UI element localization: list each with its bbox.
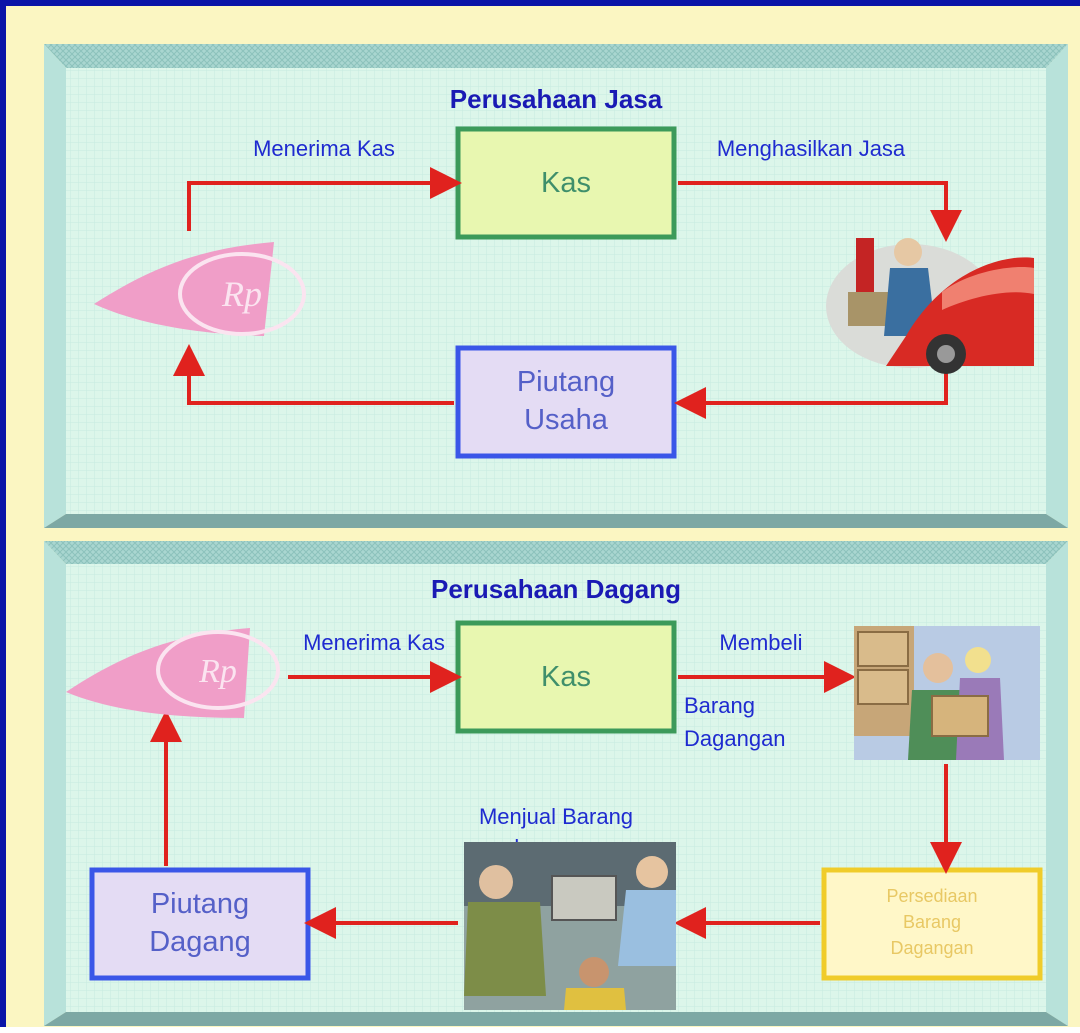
service-receivable-line1: Piutang	[517, 366, 615, 398]
rupiah-logo-icon: Rp	[94, 242, 306, 336]
service-arrow-to-money	[173, 344, 454, 405]
service-label-receive-cash: Menerima Kas	[253, 136, 395, 161]
trading-title: Perusahaan Dagang	[431, 574, 681, 604]
trading-inventory-line3: Dagangan	[890, 938, 973, 958]
selling-goods-icon	[464, 842, 676, 1010]
trading-cash-label: Kas	[541, 661, 591, 693]
service-receivable-line2: Usaha	[524, 404, 609, 436]
svg-text:Rp: Rp	[198, 653, 237, 690]
service-arrow-to-cash	[187, 167, 462, 231]
trading-receivable-line2: Dagang	[149, 926, 251, 958]
trading-inventory-box	[821, 867, 1043, 981]
rupiah-logo-icon: Rp	[66, 628, 280, 718]
service-label-produce-service: Menghasilkan Jasa	[717, 136, 906, 161]
trading-label-buy-line1: Membeli	[719, 630, 802, 655]
service-arrow-to-service	[678, 181, 962, 242]
buying-goods-icon	[854, 626, 1040, 760]
service-receivable-box	[455, 345, 677, 459]
trading-label-buy-line3: Dagangan	[684, 726, 786, 751]
service-cash-label: Kas	[541, 167, 591, 199]
trading-label-sell-line1: Menjual Barang	[479, 804, 633, 829]
trading-receivable-box	[89, 867, 311, 981]
diagram-canvas: Perusahaan Jasa Menerima Kas Menghasilka…	[44, 44, 1068, 1026]
trading-label-receive-cash: Menerima Kas	[303, 630, 445, 655]
svg-text:Rp: Rp	[221, 274, 262, 314]
mechanic-car-icon	[826, 238, 1034, 374]
trading-inventory-line1: Persediaan	[886, 886, 977, 906]
trading-receivable-line1: Piutang	[151, 888, 249, 920]
trading-label-buy-line2: Barang	[684, 693, 755, 718]
trading-cash-box	[455, 620, 677, 734]
service-arrow-to-receivable	[674, 371, 948, 419]
trading-inventory-line2: Barang	[903, 912, 961, 932]
service-title: Perusahaan Jasa	[450, 84, 663, 114]
